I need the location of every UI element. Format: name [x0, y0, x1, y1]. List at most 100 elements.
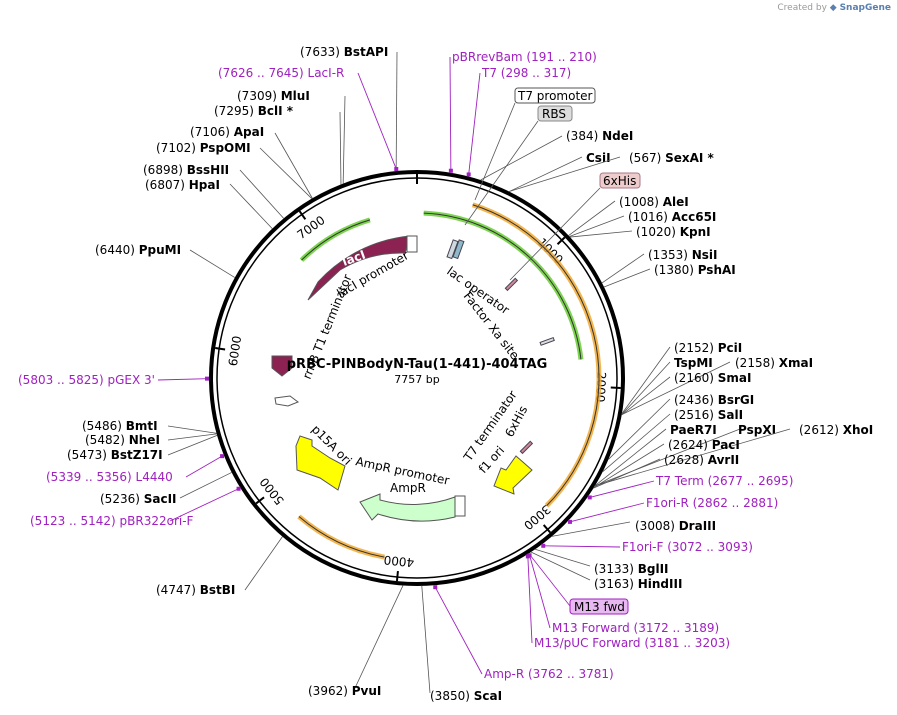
primer-label: (5339 .. 5356) L4440	[46, 470, 173, 484]
small-white-feature	[274, 395, 300, 407]
plasmid-name: pRBC-PINBodyN-Tau(1-441)-404TAG	[287, 357, 548, 372]
primer-marker	[236, 486, 241, 491]
site-leader	[530, 551, 591, 581]
site-label: (4747) BstBI	[156, 583, 235, 597]
tick-label: 6000	[226, 335, 244, 367]
boxed-label-rbs: RBS	[537, 105, 573, 122]
site-leader	[259, 147, 313, 199]
site-leader	[421, 585, 431, 694]
site-leader	[621, 376, 671, 416]
site-label: (2628) AvrII	[664, 453, 739, 467]
site-label: (2436) BsrGI	[674, 393, 754, 407]
primer-leader	[169, 488, 239, 522]
site-label: (2160) SmaI	[674, 371, 751, 385]
site-label: (2516) SalI	[674, 408, 743, 422]
primer-leader	[449, 56, 452, 171]
ampr-promoter-box	[454, 495, 466, 517]
site-label: (7106) ApaI	[190, 125, 264, 139]
feature-label-laci: lacI	[340, 248, 367, 269]
ampr-arrow	[359, 493, 456, 522]
site-leader	[239, 169, 284, 219]
primer-label: T7 (298 .. 317)	[481, 66, 571, 80]
tick-mark	[255, 496, 265, 505]
site-leader	[608, 398, 671, 460]
orf-arc-core	[472, 204, 600, 507]
site-leader	[179, 472, 232, 499]
site-leader	[509, 156, 621, 192]
boxed-label-t7-promoter: T7 promoter	[514, 87, 596, 104]
primer-leader	[543, 545, 621, 548]
site-leader	[167, 433, 217, 441]
primer-label: Amp-R (3762 .. 3781)	[484, 667, 614, 681]
site-label: (5236) SacII	[100, 492, 177, 506]
primer-marker	[525, 554, 530, 559]
site-leader	[189, 249, 236, 278]
leader-m13-fwd	[529, 554, 571, 607]
primer-marker	[466, 172, 471, 177]
site-leader	[594, 428, 741, 487]
orf-arc-core	[298, 516, 385, 558]
boxed-rbs-text: RBS	[542, 107, 566, 121]
tick-mark	[556, 236, 566, 245]
site-label: (7102) PspOMI	[156, 141, 251, 155]
site-leader	[621, 346, 671, 414]
feature-label-ampr: AmpR	[390, 481, 426, 495]
boxed-6xhis-text: 6xHis	[603, 174, 636, 188]
primer-marker	[394, 167, 399, 172]
lacI-arrow	[307, 235, 411, 301]
primer-label: pBRrevBam (191 .. 210)	[452, 50, 597, 64]
site-leader	[339, 111, 342, 185]
lac-operator-box	[446, 239, 459, 260]
site-leader	[594, 428, 791, 487]
site-label: (1353) NsiI	[648, 248, 717, 262]
site-label: (3008) DraIII	[635, 519, 716, 533]
site-leader	[603, 268, 651, 288]
plasmid-length: 7757 bp	[394, 373, 439, 386]
leader-t7-promoter	[474, 102, 516, 201]
6xhis-lower-box	[519, 440, 534, 455]
tick-label: 7000	[295, 213, 328, 242]
site-label: (7309) MluI	[237, 89, 310, 103]
site-leader	[167, 425, 217, 434]
site-label: (2624) PacI	[668, 438, 740, 452]
restriction-sites: (7633) BstAPI(7309) MluI(7295) BclI *(71…	[67, 45, 873, 703]
site-label: (1020) KpnI	[636, 225, 711, 239]
primer-marker	[220, 454, 225, 459]
primer-label: T7 Term (2677 .. 2695)	[655, 474, 793, 488]
site-leader	[509, 156, 583, 192]
primer-label: M13/pUC Forward (3181 .. 3203)	[534, 636, 730, 650]
primer-label: M13 Forward (3172 .. 3189)	[552, 621, 719, 635]
boxed-t7-promoter-text: T7 promoter	[517, 89, 593, 103]
tick-mark	[542, 524, 551, 534]
site-label: (1380) PshAI	[654, 263, 736, 277]
site-label: PaeR7I	[670, 423, 717, 437]
site-label: (5486) BmtI	[82, 419, 158, 433]
site-leader	[354, 585, 404, 689]
site-leader	[229, 183, 273, 229]
snapgene-brand: Created by ◆ SnapGene	[777, 3, 891, 13]
primer-marker	[541, 543, 546, 548]
site-label: (6440) PpuMI	[95, 243, 181, 257]
rrnb-t1-arrow	[271, 355, 293, 377]
leader-6xhis	[509, 187, 601, 281]
orf-arcs	[297, 202, 602, 560]
site-leader	[593, 443, 665, 488]
site-label: PspXI	[738, 423, 776, 437]
site-label: (6807) HpaI	[145, 178, 220, 192]
primer-label: F1ori-R (2862 .. 2881)	[646, 496, 778, 510]
primer-label: F1ori-F (3072 .. 3093)	[622, 540, 753, 554]
site-label: (3133) BglII	[594, 562, 669, 576]
site-label: (3962) PvuI	[308, 684, 381, 698]
primer-marker	[433, 585, 438, 590]
p15a-ori-arrow	[295, 435, 346, 491]
boxed-label-m13-fwd: M13 fwd	[569, 598, 629, 615]
site-leader	[569, 230, 633, 238]
primer-marker	[205, 376, 210, 381]
site-label: (5473) BstZ17I	[67, 448, 163, 462]
f1-ori-arrow	[493, 455, 533, 495]
site-label: (7633) BstAPI	[300, 45, 388, 59]
site-leader	[395, 51, 398, 172]
site-label: (2158) XmaI	[735, 356, 813, 370]
